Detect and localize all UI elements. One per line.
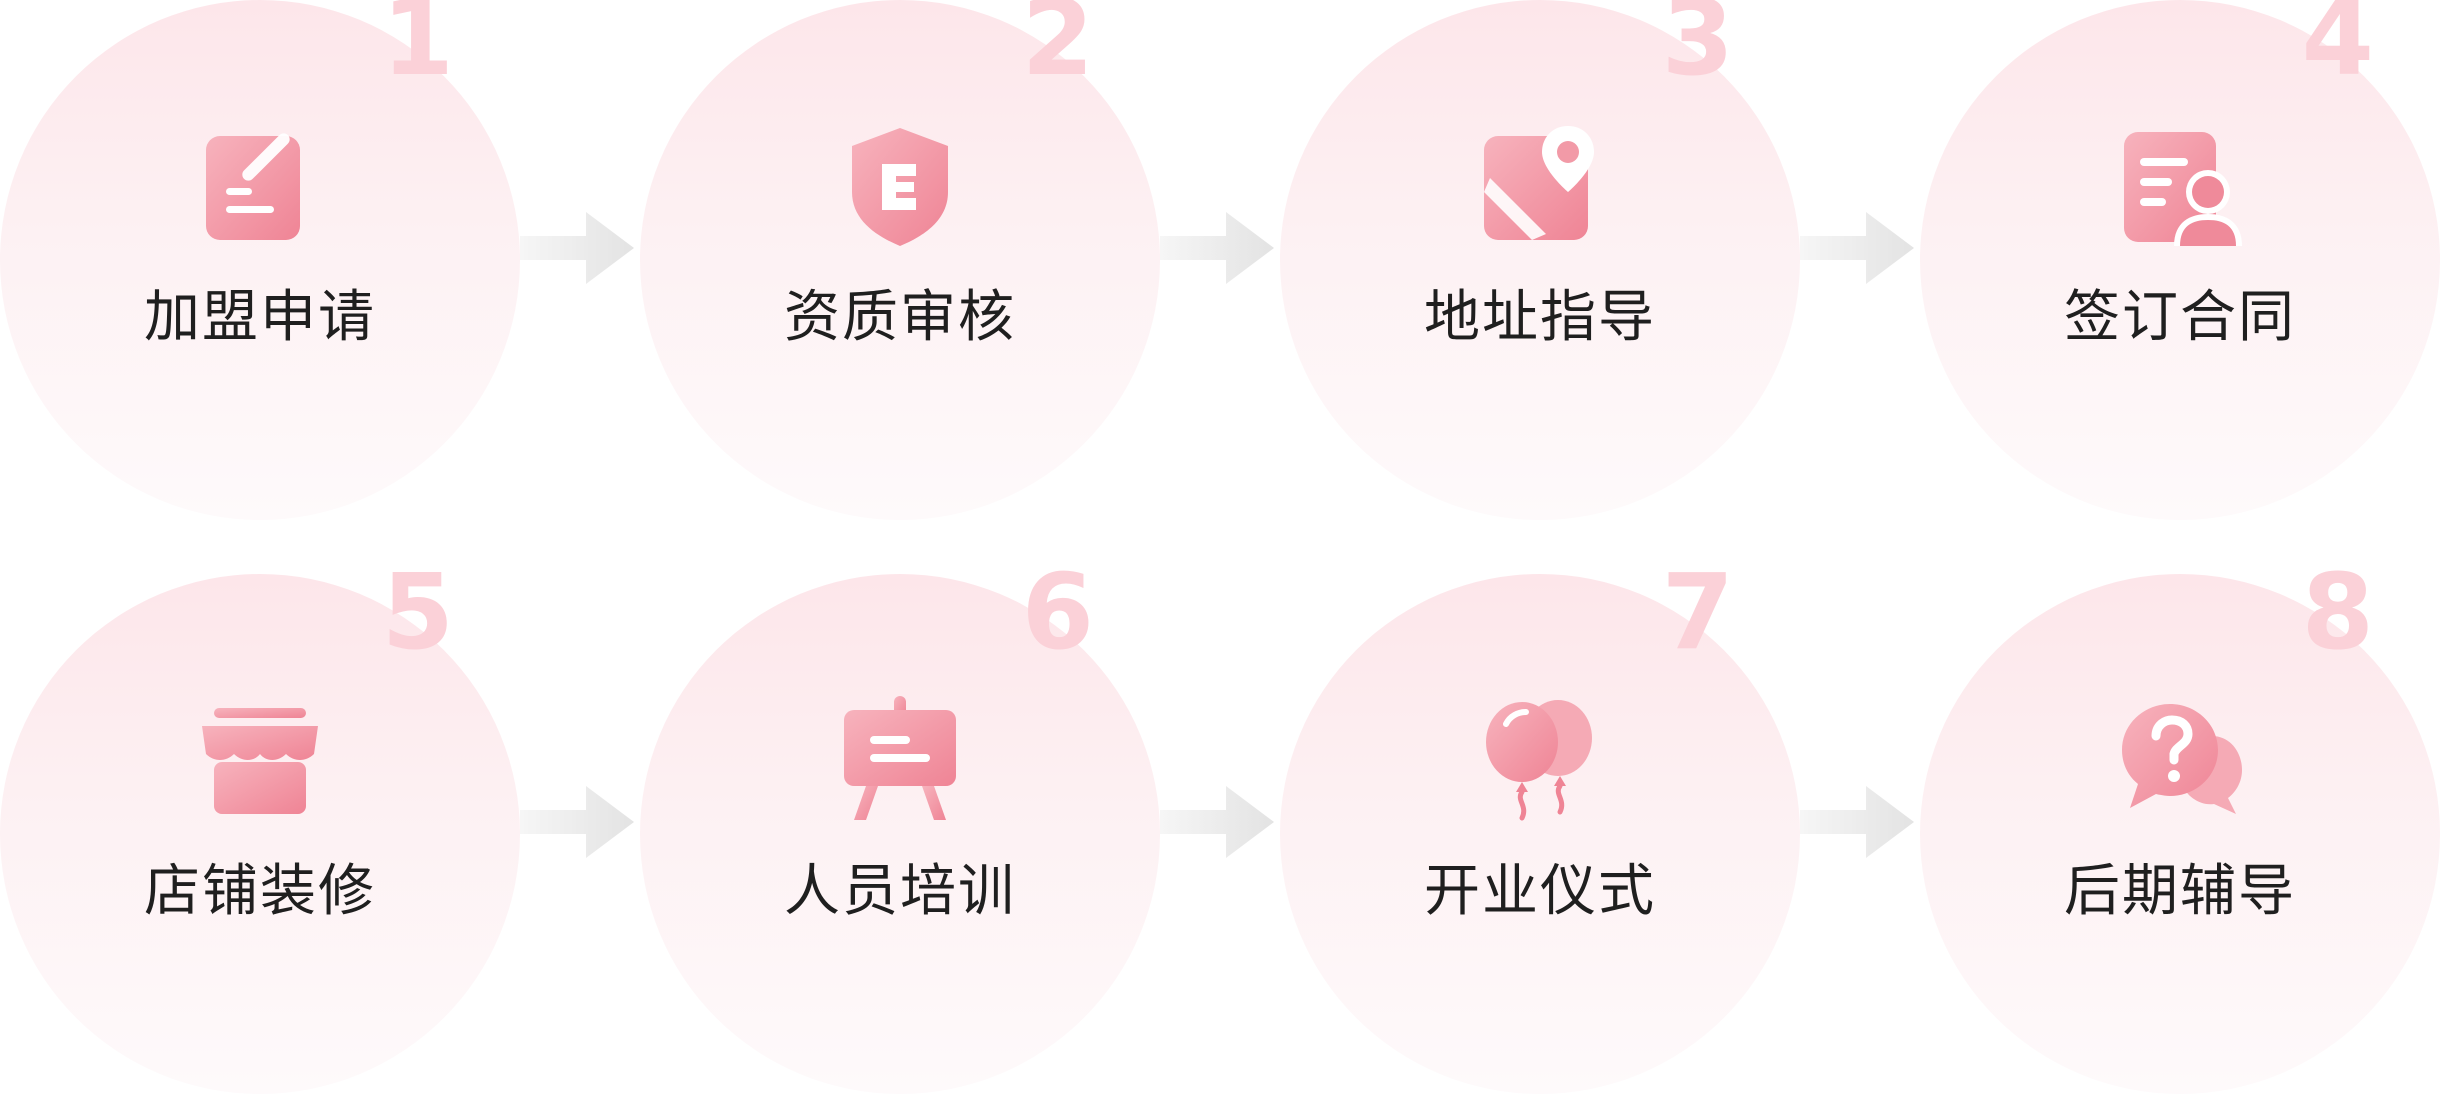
- arrow-right-icon: [520, 202, 640, 294]
- step-3: 3 地址指导: [1280, 0, 1800, 520]
- step-5: 5 店铺装修: [0, 560, 520, 1094]
- storefront-icon: [196, 696, 324, 824]
- step-8: 8 后期辅导: [1920, 560, 2440, 1094]
- qualification-shield-icon: [836, 122, 964, 250]
- step-label: 地址指导: [1424, 285, 1656, 350]
- step-number: 7: [1661, 551, 1734, 673]
- step-number: 2: [1021, 0, 1094, 99]
- step-2: 2 资质审核: [640, 0, 1160, 520]
- step-label: 加盟申请: [144, 285, 376, 350]
- step-circle: [0, 0, 520, 520]
- step-7: 7 开业仪式: [1280, 560, 1800, 1094]
- step-label: 后期辅导: [2064, 859, 2296, 924]
- training-board-icon: [836, 696, 964, 824]
- step-label: 签订合同: [2064, 285, 2296, 350]
- arrow-right-icon: [520, 776, 640, 868]
- step-number: 6: [1021, 551, 1094, 673]
- step-circle: [1920, 0, 2440, 520]
- arrow-right-icon: [1160, 202, 1280, 294]
- step-number: 8: [2301, 551, 2374, 673]
- step-circle: [640, 0, 1160, 520]
- step-number: 1: [381, 0, 454, 99]
- arrow-right-icon: [1800, 202, 1920, 294]
- step-circle: [1280, 0, 1800, 520]
- step-6: 6 人员培训: [640, 560, 1160, 1094]
- step-label: 店铺装修: [144, 859, 376, 924]
- step-label: 开业仪式: [1424, 859, 1656, 924]
- step-number: 3: [1661, 0, 1734, 99]
- step-number: 4: [2301, 0, 2374, 99]
- step-label: 人员培训: [784, 859, 1016, 924]
- step-1: 1 加盟申请: [0, 0, 520, 520]
- help-chat-icon: [2116, 696, 2244, 824]
- map-location-icon: [1476, 122, 1604, 250]
- arrow-right-icon: [1160, 776, 1280, 868]
- step-circle: [0, 574, 520, 1094]
- step-circle: [640, 574, 1160, 1094]
- arrow-right-icon: [1800, 776, 1920, 868]
- balloons-icon: [1476, 696, 1604, 824]
- step-label: 资质审核: [784, 285, 1016, 350]
- step-circle: [1280, 574, 1800, 1094]
- step-circle: [1920, 574, 2440, 1094]
- step-4: 4 签订合同: [1920, 0, 2440, 520]
- contract-signing-icon: [2116, 122, 2244, 250]
- step-number: 5: [381, 551, 454, 673]
- application-form-icon: [196, 122, 324, 250]
